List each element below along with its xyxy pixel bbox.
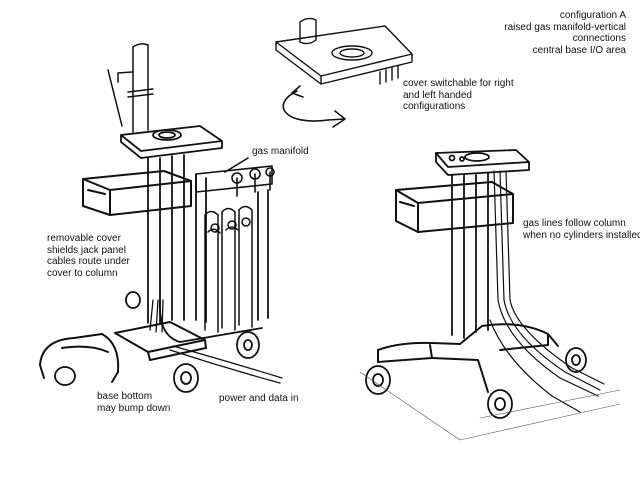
gas-manifold (195, 157, 275, 197)
right-cart-casters (365, 347, 587, 419)
left-cart-casters (54, 291, 260, 393)
gas-manifold-label: gas manifold (252, 146, 309, 157)
power-data-label: power and data in (219, 393, 299, 404)
gas-lines-note: gas lines follow column when no cylinder… (523, 218, 640, 241)
gas-cylinders (204, 205, 253, 333)
configuration-note: configuration A raised gas manifold-vert… (504, 10, 626, 56)
right-cart (359, 149, 621, 441)
rotate-arrow-icon (282, 85, 346, 128)
base-bottom-note: base bottom may bump down (97, 391, 171, 414)
left-cart (39, 43, 283, 393)
removable-cover-note: removable cover shields jack panel cable… (47, 233, 130, 279)
manifold-top-detail (275, 17, 413, 85)
cover-switchable-note: cover switchable for right and left hand… (403, 78, 514, 112)
right-cart-gas-lines (489, 170, 605, 413)
